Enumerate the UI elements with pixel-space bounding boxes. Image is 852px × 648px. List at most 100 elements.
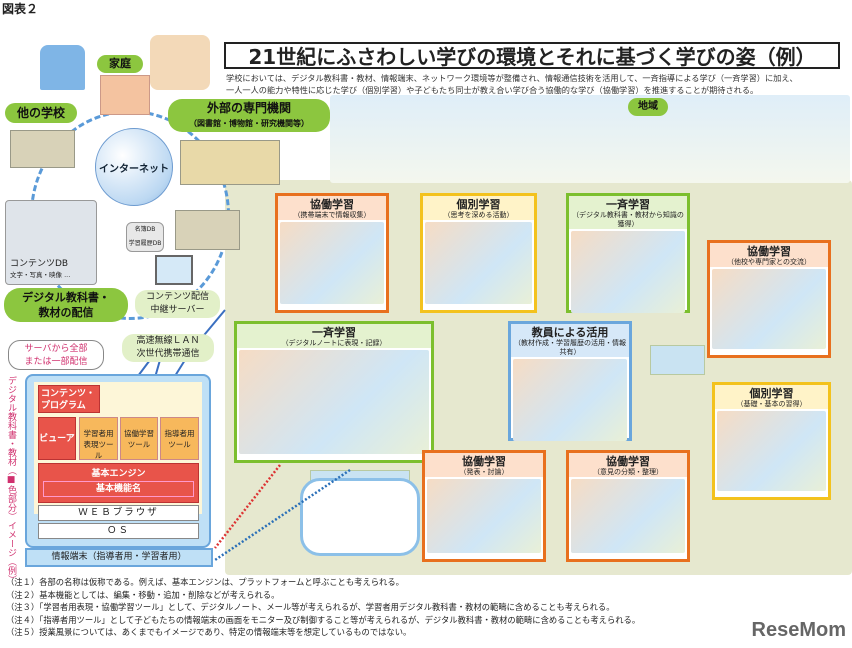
panel-title: 個別学習: [456, 198, 501, 211]
basic-functions-label: 基本機能名: [43, 481, 194, 497]
school-icon: [175, 210, 240, 250]
roster-db-label: 名簿DB: [134, 226, 156, 233]
relay-line: コンテンツ配信: [145, 292, 209, 302]
block-line: ツール: [168, 440, 191, 449]
panel-title: 協働学習: [462, 455, 506, 468]
relay-line: 中継サーバー: [150, 305, 205, 315]
os-block: ＯＳ: [38, 523, 199, 539]
server-computer-icon: [155, 255, 193, 285]
lan-line: 高速無線ＬＡＮ: [136, 336, 200, 346]
internet-label: インターネット: [99, 163, 169, 175]
delivery-label: デジタル教科書・ 教材の配信: [4, 288, 128, 322]
block-line: コンテンツ・: [41, 389, 96, 399]
description-line: 一人一人の能力や特性に応じた学び（個別学習）や子どもたち同士が教え合い学び合う協…: [226, 85, 759, 95]
museum-icon: [180, 140, 280, 185]
panel-individual-thinking: 個別学習（思考を深める活動）: [420, 193, 537, 313]
main-title: 21世紀にふさわしい学びの環境とそれに基づく学びの姿（例）: [224, 42, 840, 69]
community-label: 地域: [628, 98, 668, 116]
panel-subtitle: （デジタル教科書・教材から知識の獲得）: [572, 211, 684, 228]
building-window: [650, 345, 705, 375]
panel-subtitle: （意見の分類・整理）: [593, 468, 663, 476]
teacher-tool-block: 指導者用ツール: [160, 417, 199, 460]
panel-title: 協働学習: [747, 245, 791, 258]
delivery-line: デジタル教科書・: [22, 291, 110, 304]
note: （注５）授業風景については、あくまでもイメージであり、特定の情報端末等を想定して…: [6, 627, 412, 638]
content-db-sub: 文字・写真・映像 ...: [10, 271, 71, 279]
panel-whole-class-notes: 一斉学習（デジタルノートに表現・記録）: [234, 321, 434, 463]
panel-collab-exchange: 協働学習（他校や専門家との交流）: [707, 240, 831, 358]
note: （注３）「学習者用表現・協働学習ツール」として、デジタルノート、メール等が考えら…: [6, 602, 615, 613]
figure-label: 図表２: [2, 2, 39, 16]
resemom-watermark-logo: ReseMom: [751, 619, 846, 641]
note: （注２）基本機能としては、編集・移動・追加・削除などが考えられる。: [6, 589, 280, 600]
panel-subtitle: （デジタルノートに表現・記録）: [281, 339, 387, 347]
description: 学校においては、デジタル教科書・教材、情報端末、ネットワーク環境等が整備され、情…: [226, 72, 846, 96]
panel-title: 協働学習: [310, 198, 354, 211]
block-line: 表現ツール: [83, 440, 114, 460]
panel-collab-presentation: 協働学習（発表・討論）: [422, 450, 546, 562]
block-line: 協働学習: [124, 429, 154, 438]
other-school-icon: [10, 130, 75, 168]
family-illustration: [150, 35, 210, 90]
external-institution-label: 外部の専門機関 （図書館・博物館・研究機関等）: [168, 99, 330, 132]
vertical-caption: デジタル教科書・教材（■色部分）イメージ（例）: [6, 376, 16, 584]
panel-title: 協働学習: [606, 455, 650, 468]
information-terminal-label: 情報端末（指導者用・学習者用）: [25, 548, 213, 567]
panel-title: 教員による活用: [531, 326, 609, 339]
block-line: ツール: [127, 440, 151, 449]
content-program-block: コンテンツ・プログラム: [38, 385, 100, 413]
web-browser-block: ＷＥＢブラウザ: [38, 505, 199, 521]
content-db-label: コンテンツDB: [10, 259, 69, 269]
description-line: 学校においては、デジタル教科書・教材、情報端末、ネットワーク環境等が整備され、情…: [226, 73, 798, 83]
panel-title: 個別学習: [749, 387, 794, 400]
panel-subtitle: （他校や専門家との交流）: [727, 258, 811, 266]
block-line: プログラム: [41, 401, 86, 411]
block-line: 指導者用: [164, 429, 195, 438]
block-line: 学習者用: [83, 429, 114, 438]
bubble-line: または一部配信: [24, 357, 88, 367]
panel-title: 一斉学習: [606, 198, 650, 211]
panel-whole-class-knowledge: 一斉学習（デジタル教科書・教材から知識の獲得）: [566, 193, 690, 313]
panel-subtitle: （発表・討論）: [459, 468, 509, 476]
panel-individual-basics: 個別学習（基礎・基本の習得）: [712, 382, 831, 500]
blue-dotted-connector: [214, 468, 351, 562]
classroom-illustration: [717, 411, 826, 491]
teacher-illustration: [513, 359, 627, 441]
panel-collab-mobile: 協働学習（携帯端末で情報収集）: [275, 193, 389, 313]
collab-tool-block: 協働学習ツール: [120, 417, 158, 460]
classroom-illustration: [712, 269, 826, 349]
history-db-label: 学習履歴DB: [128, 240, 162, 247]
external-title: 外部の専門機関: [206, 101, 291, 115]
other-school-label: 他の学校: [5, 103, 77, 123]
panel-subtitle: （思考を深める活動）: [443, 211, 514, 219]
home-label: 家庭: [97, 55, 143, 73]
panel-subtitle: （基礎・基本の習得）: [736, 400, 807, 408]
basic-engine-block: 基本エンジン 基本機能名: [38, 463, 199, 503]
home-house-icon: [100, 75, 150, 115]
database-cylinder-icon: 名簿DB 学習履歴DB: [126, 222, 164, 252]
external-sub: （図書館・博物館・研究機関等）: [189, 119, 309, 128]
note: （注４）「指導者用ツール」として子どもたちの情報端末の画面をモニター及び制御する…: [6, 614, 641, 625]
panel-title: 一斉学習: [312, 326, 356, 339]
panel-subtitle: （携帯端末で情報収集）: [293, 211, 371, 219]
delivery-line: 教材の配信: [38, 306, 94, 319]
classroom-illustration: [571, 479, 685, 553]
relay-server-label: コンテンツ配信 中継サーバー: [135, 290, 220, 318]
red-dotted-connector: [214, 464, 281, 549]
learner-tool-block: 学習者用表現ツール: [79, 417, 118, 460]
classroom-illustration: [427, 479, 541, 553]
classroom-illustration: [239, 350, 429, 454]
panel-teacher-use: 教員による活用（教材作成・学習履歴の活用・情報共有）: [508, 321, 632, 441]
classroom-illustration: [425, 222, 532, 304]
panel-subtitle: （教材作成・学習履歴の活用・情報共有）: [514, 339, 626, 356]
lan-line: 次世代携帯通信: [136, 349, 200, 359]
bubble-line: サーバから全部: [24, 344, 88, 354]
server-delivery-bubble: サーバから全部または一部配信: [8, 340, 104, 370]
community-illustration: [330, 95, 850, 183]
engine-label: 基本エンジン: [91, 469, 146, 479]
classroom-illustration: [280, 222, 384, 304]
panel-collab-organize: 協働学習（意見の分類・整理）: [566, 450, 690, 562]
viewer-block: ビューア: [38, 417, 76, 460]
internet-globe-icon: インターネット: [95, 128, 173, 206]
notes: （注１）各部の名称は仮称である。例えば、基本エンジンは、プラットフォームと呼ぶこ…: [6, 576, 640, 639]
